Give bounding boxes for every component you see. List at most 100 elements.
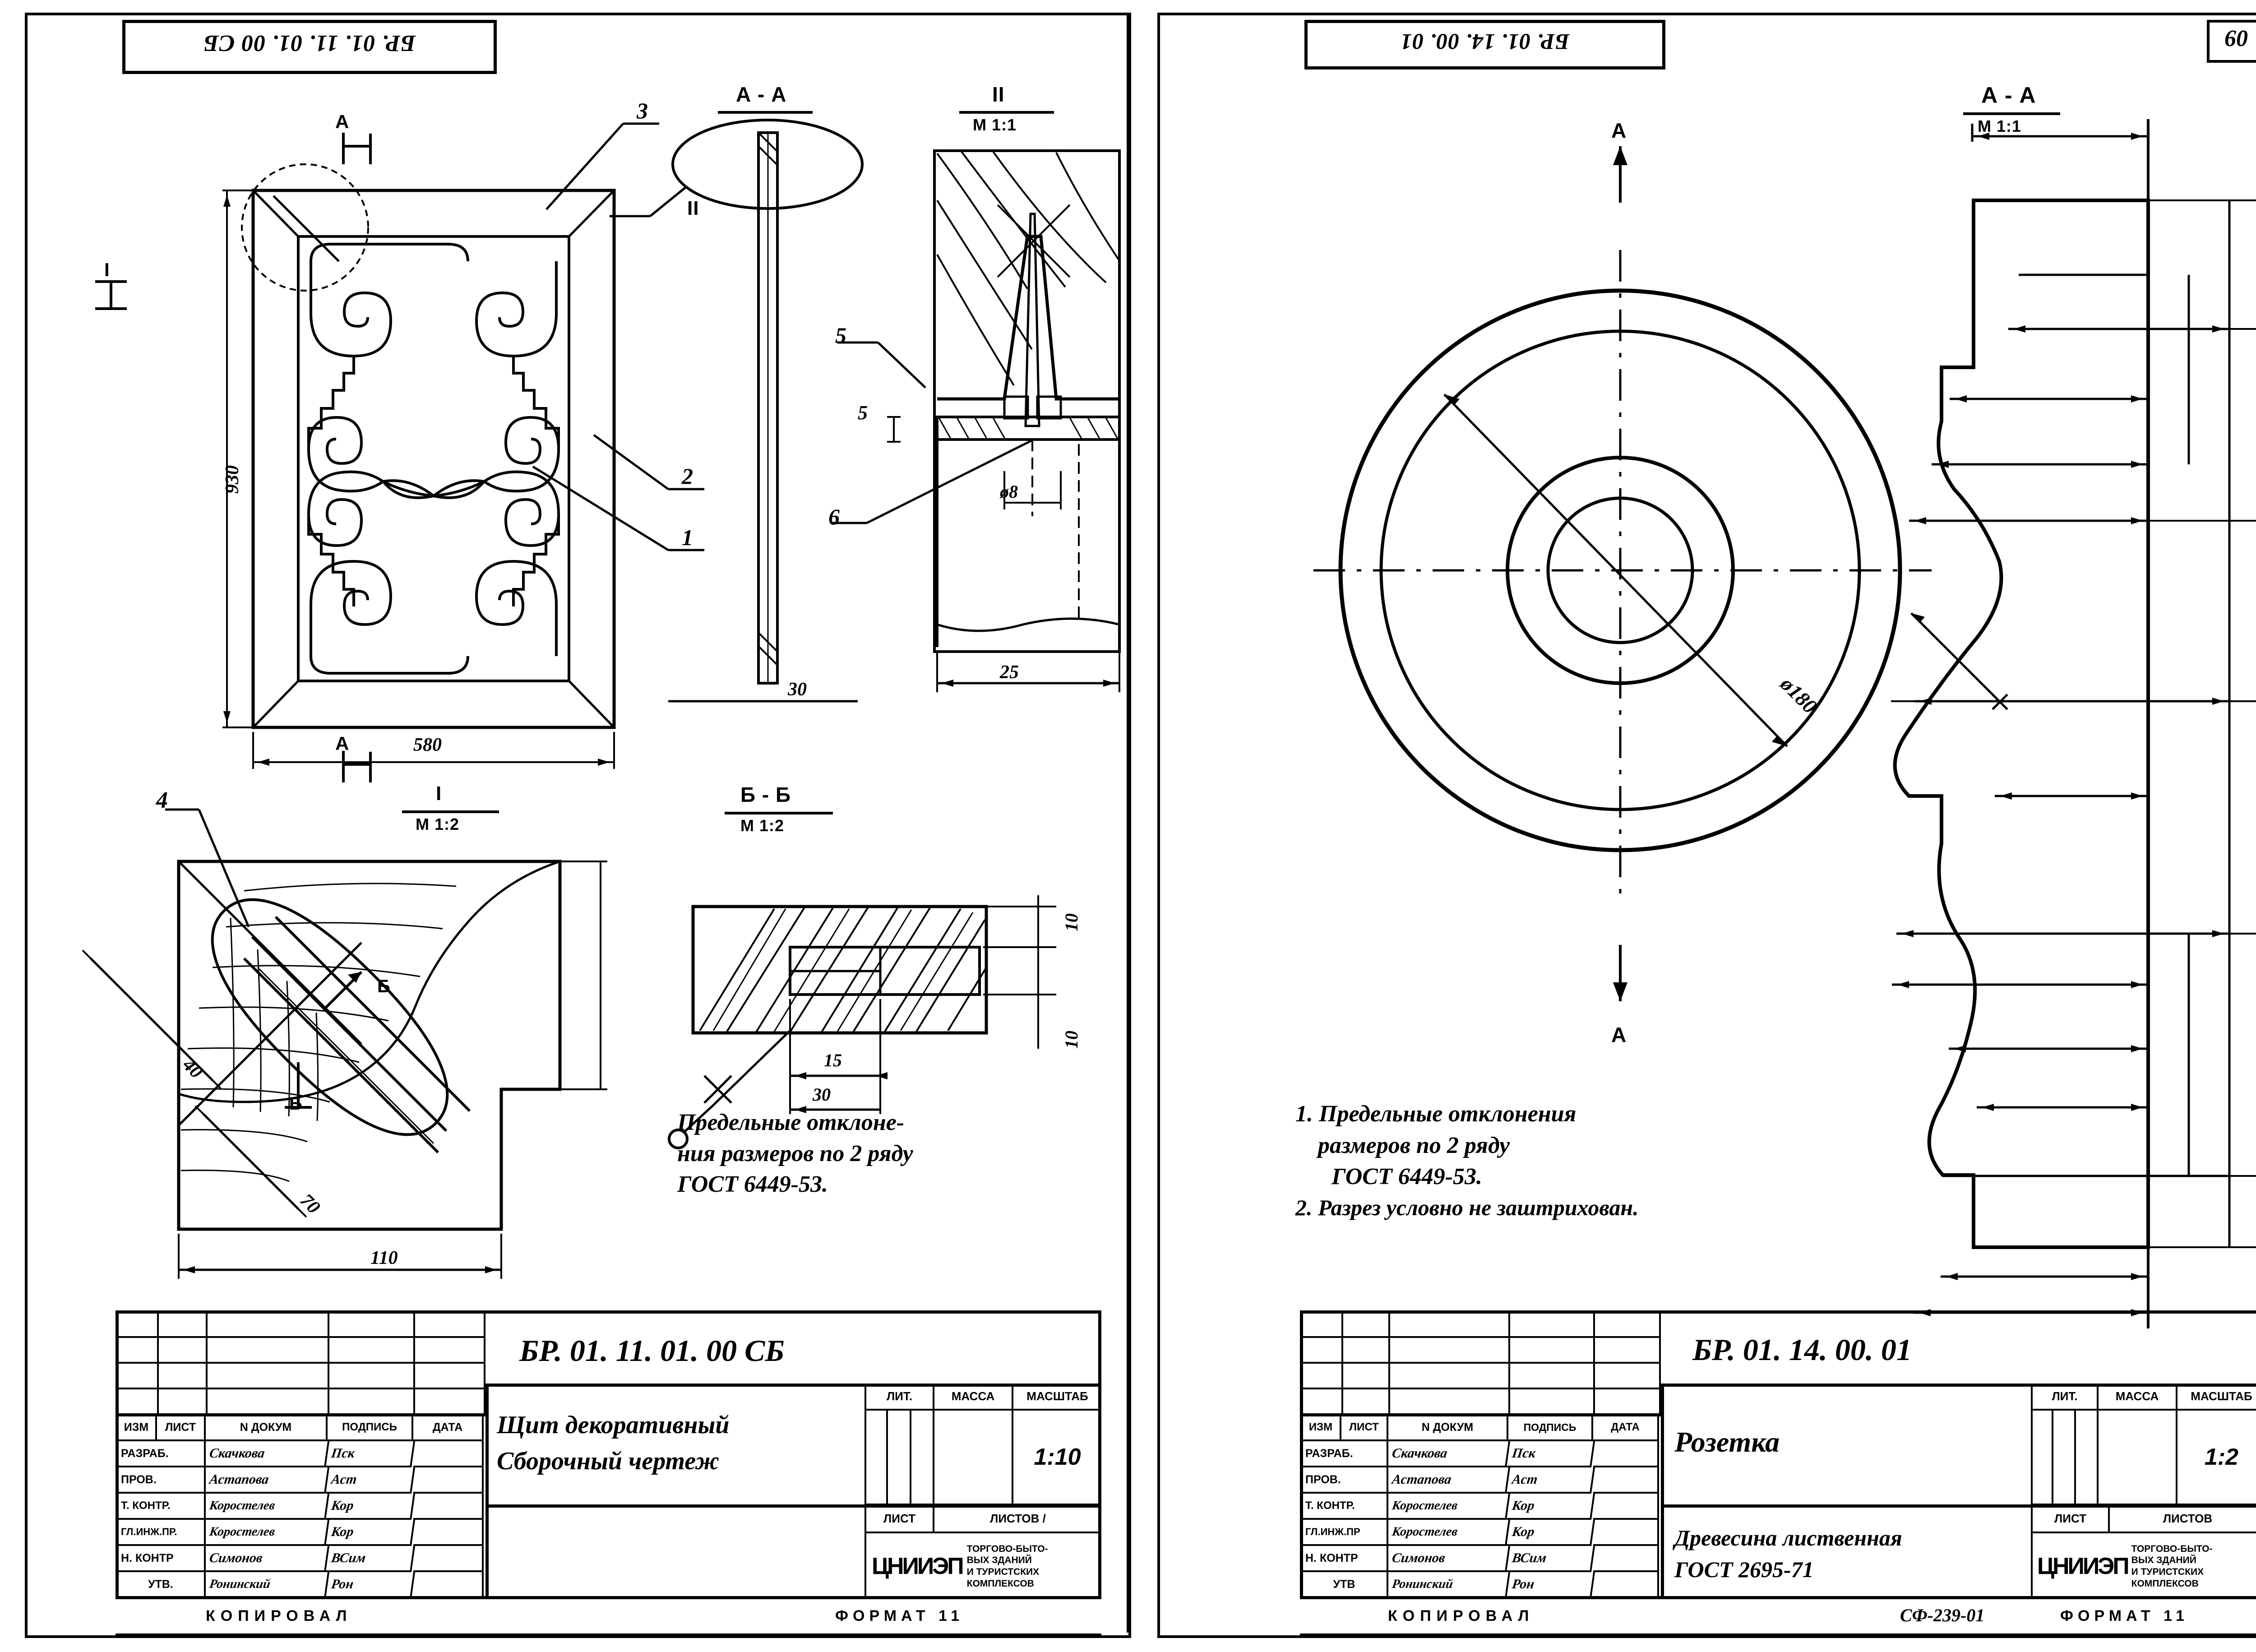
rtb-row-5-sign: Рон [1506,1572,1595,1598]
rtb-row-4-name: Симонов [1386,1546,1511,1572]
org-line-1: ВЫХ ЗДАНИЙ [966,1555,1032,1566]
left-tb-lms: ЛИТ. МАССА МАСШТАБ 1:10 ЛИСТ ЛИСТОВ / ЦН… [864,1384,1101,1599]
tb-header-podpis: ПОДПИСЬ [328,1413,413,1441]
right-title-line-1: Розетка [1674,1426,1780,1458]
section-aa-underline-left [718,111,813,114]
left-tb-divider-v [485,1384,489,1599]
rtb-row-5-name: Ронинский [1386,1572,1511,1598]
rtb-row-4-role: Н. КОНТР [1300,1546,1388,1572]
view-i-title: I [436,782,442,805]
detail-ii-view [831,149,1121,692]
view-i-section-b-1: Б [377,976,391,996]
tb-row-2-sign: Кор [325,1494,416,1520]
lms-lit-label: ЛИТ. [864,1384,934,1411]
right-org-line-3: КОМПЛЕКСОВ [2131,1578,2199,1589]
lms-scale-value: 1:10 [1013,1411,1101,1505]
org-lines: ТОРГОВО-БЫТО- ВЫХ ЗДАНИЙ И ТУРИСТСКИХ КО… [962,1543,1048,1589]
rtb-row-5-role: УТВ [1300,1572,1388,1598]
rlms-sheet-label: ЛИСТ [2031,1505,2110,1533]
section-bb-top-dim: 10 [1061,913,1082,931]
section-bb-rebate-dim: 15 [824,1050,842,1070]
detail-ii-dowel-dim: ø8 [1000,481,1018,502]
tb-row-4-date [413,1546,484,1572]
right-org-line-2: И ТУРИСТСКИХ [2131,1567,2204,1577]
tb-row-2-role: Т. КОНТР. [116,1494,206,1520]
tb-row-1-role: ПРОВ. [116,1467,206,1494]
lms-sheets-label: ЛИСТОВ / [934,1505,1101,1533]
lms-lit-b [888,1411,911,1505]
rtb-row-3-role: ГЛ.ИНЖ.ПР [1300,1520,1388,1546]
rosette-section-mark-a-top: А [1611,119,1627,142]
left-drawing-code: БР. 01. 11. 01. 00 СБ [519,1333,785,1368]
detail-ii-scale: М 1:1 [973,116,1017,134]
rosette-profile-section [1891,119,2256,1328]
lms-scale-label: МАСШТАБ [1013,1384,1101,1411]
detail-ii-callout-5: 5 [835,323,846,348]
section-aa-thickness-dim: 30 [788,679,807,700]
right-revision-grid [1300,1310,1661,1416]
detail-ii-width-dim: 25 [1000,662,1019,683]
rlms-sheets-label: ЛИСТОВ [2110,1505,2256,1533]
tb-row-5-name: Ронинский [203,1572,330,1598]
rtb-row-1-name: Астапова [1386,1467,1511,1494]
right-note-line-2: размеров по 2 ряду [1318,1132,1510,1158]
right-notes: 1. Предельные отклонения размеров по 2 р… [1295,1098,1639,1223]
view-i-underline [402,810,499,813]
left-revision-grid [116,1310,485,1416]
rosette-section-mark-a-bottom: А [1611,1023,1627,1046]
rtb-row-2-sign: Кор [1506,1494,1595,1520]
tb-row-3-name: Коростелев [203,1520,330,1546]
section-aa-view-left [610,119,864,703]
right-bottom-rule [1300,1633,2256,1637]
tb-header-ndokum: N ДОКУМ [206,1413,328,1441]
view-i-section-b-2: Б [289,1094,303,1114]
lms-lit-a [864,1411,888,1505]
left-tb-header-row: ИЗМ ЛИСТ N ДОКУМ ПОДПИСЬ ДАТА [116,1413,485,1441]
detail-mark-ii-left: II [687,197,699,219]
tb-row-4-sign: ВСим [325,1546,416,1572]
org-line-3: КОМПЛЕКСОВ [966,1578,1034,1589]
right-tb-divider-v [1661,1384,1664,1599]
right-org-block: ЦНИИЭП ТОРГОВО-БЫТО- ВЫХ ЗДАНИЙ И ТУРИСТ… [2031,1533,2256,1599]
left-tb-divider-1 [485,1384,1101,1387]
rtb-row-3-sign: Кор [1506,1520,1595,1546]
tb-header-data: ДАТА [413,1413,484,1441]
section-bb-width-dim: 30 [813,1084,831,1105]
view-i-drawing [82,808,607,1279]
rtb-header-podpis: ПОДПИСЬ [1508,1413,1593,1441]
rtb-row-0-role: РАЗРАБ. [1300,1441,1388,1467]
left-note-line-3: ГОСТ 6449-53. [677,1171,828,1198]
tb-row-3-date [413,1520,484,1546]
right-drawing-code: БР. 01. 14. 00. 01 [1692,1333,1912,1367]
view-i-scale: М 1:2 [416,815,460,833]
right-top-code-box [1304,20,1665,69]
right-top-code-text: БР. 01. 14. 00. 01 [1400,29,1570,55]
lms-sheet-label: ЛИСТ [864,1505,934,1533]
left-notes: Предельные отклоне- ния размеров по 2 ря… [677,1107,913,1200]
detail-ii-title: II [992,83,1005,106]
right-org-lines: ТОРГОВО-БЫТО- ВЫХ ЗДАНИЙ И ТУРИСТСКИХ КО… [2128,1543,2213,1589]
detail-ii-underline [959,111,1054,114]
right-org-line-0: ТОРГОВО-БЫТО- [2131,1543,2213,1554]
rtb-row-0-sign: Пск [1506,1441,1595,1467]
right-copied-label: КОПИРОВАЛ [1388,1607,1535,1624]
tb-header-izm: ИЗМ [116,1413,157,1441]
series-code: СФ-239-01 [1900,1605,1985,1625]
left-copied-label: КОПИРОВАЛ [206,1607,352,1624]
rtb-row-2-name: Коростелев [1386,1494,1511,1520]
rtb-row-2-date [1593,1494,1659,1520]
left-title-line-2: Сборочный чертеж [497,1447,720,1475]
section-bb-title: Б - Б [740,783,791,806]
rtb-header-izm: ИЗМ [1300,1413,1341,1441]
main-view-width-dim: 580 [413,735,442,755]
rtb-row-0-date [1593,1441,1659,1467]
rlms-lit-a [2031,1411,2053,1505]
lms-mass-value [934,1411,1013,1505]
tb-row-1-sign: Аст [325,1467,416,1494]
main-view-height-dim: 930 [222,465,243,494]
rtb-row-5-date [1593,1572,1659,1598]
right-drawing-page: БР. 01. 14. 00. 01 60 ø180 А А А - [1157,13,2256,1638]
detail-ii-callout-6: 6 [828,504,840,529]
org-abbr: ЦНИИЭП [872,1553,964,1579]
